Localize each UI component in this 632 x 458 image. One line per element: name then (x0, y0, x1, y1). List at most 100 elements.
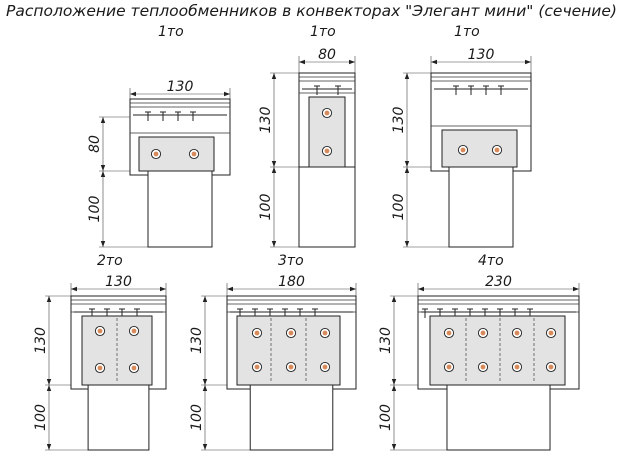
lower-height-dimension-label: 100 (189, 404, 205, 431)
upper-height-dimension-label: 130 (258, 107, 274, 134)
pipe-port-core (494, 147, 500, 153)
section-1to-130x80: 1то 130 80 100 (87, 24, 231, 248)
pipe-port-core (322, 330, 328, 336)
width-dimension-label: 130 (468, 47, 495, 63)
dimension-arrowhead (100, 117, 106, 123)
dimension-arrowhead (46, 444, 52, 450)
fastener-clip (175, 111, 181, 121)
dimension-arrowhead (404, 73, 410, 79)
lower-trough (448, 166, 514, 248)
heat-exchanger-block (429, 315, 566, 386)
dimension-arrowhead (271, 241, 277, 247)
pipe-port-core (131, 328, 137, 334)
section-type-label: 1то (158, 24, 184, 40)
width-dimension-label: 80 (318, 47, 336, 63)
dimension-arrowhead (100, 165, 106, 171)
upper-height-dimension-label: 130 (391, 107, 407, 134)
fastener-clip (335, 85, 341, 95)
diagram-title: Расположение теплообменников в конвектор… (6, 2, 617, 20)
fastener-clip (483, 85, 489, 95)
section-3to-180x130: 3то 180 130 100 (189, 253, 357, 451)
fastener-clip (145, 111, 151, 121)
pipe-port-core (514, 364, 520, 370)
width-dimension-label: 130 (167, 79, 194, 95)
pipe-port-core (131, 365, 137, 371)
dimension-arrowhead (202, 379, 208, 385)
heat-exchanger-block (138, 136, 215, 172)
lower-height-dimension-label: 100 (33, 404, 49, 431)
pipe-port-core (324, 110, 330, 116)
heat-exchanger-block (236, 315, 341, 386)
pipe-port-core (446, 364, 452, 370)
fastener-clip (190, 111, 196, 121)
fastener-clip (453, 85, 459, 95)
upper-height-dimension-label: 130 (189, 327, 205, 354)
dimension-arrowhead (525, 59, 531, 65)
dimension-arrowhead (100, 171, 106, 177)
dimension-arrowhead (71, 286, 77, 292)
pipe-port-core (548, 364, 554, 370)
dimension-arrowhead (404, 167, 410, 173)
upper-height-dimension-label: 130 (378, 327, 394, 354)
section-4to-230x130: 4то 230 130 100 (378, 253, 580, 451)
pipe-port-core (254, 364, 260, 370)
dimension-arrowhead (100, 241, 106, 247)
section-type-label: 3то (278, 253, 304, 269)
fastener-clip (498, 85, 504, 95)
pipe-port-core (288, 364, 294, 370)
dimension-arrowhead (46, 379, 52, 385)
pipe-port-core (480, 364, 486, 370)
dimension-arrowhead (391, 444, 397, 450)
pipe-port-core (97, 365, 103, 371)
dimension-arrowhead (271, 73, 277, 79)
pipe-port-core (288, 330, 294, 336)
upper-height-dimension-label: 80 (87, 135, 103, 153)
pipe-port-core (460, 147, 466, 153)
pipe-port-core (97, 328, 103, 334)
section-type-label: 1то (454, 24, 480, 40)
heat-exchanger-block (441, 129, 518, 168)
section-type-label: 1то (310, 24, 336, 40)
dimension-arrowhead (299, 59, 305, 65)
pipe-port-core (191, 151, 197, 157)
lower-trough (446, 384, 551, 451)
upper-height-dimension-label: 130 (33, 327, 49, 354)
pipe-port-core (153, 151, 159, 157)
dimension-arrowhead (202, 444, 208, 450)
dimension-arrowhead (391, 385, 397, 391)
width-dimension-label: 230 (485, 274, 512, 290)
dimension-arrowhead (573, 286, 579, 292)
section-1to-130x130: 1то 130 130 100 (391, 24, 532, 248)
lower-trough (87, 384, 150, 451)
dimension-arrowhead (391, 296, 397, 302)
pipe-port-core (446, 330, 452, 336)
dimension-arrowhead (160, 286, 166, 292)
dimension-arrowhead (391, 379, 397, 385)
section-1to-80x130: 1то 80 130 100 (258, 24, 356, 248)
dimension-arrowhead (224, 91, 230, 97)
dimension-arrowhead (46, 385, 52, 391)
section-type-label: 4то (478, 253, 504, 269)
fastener-clip (160, 111, 166, 121)
dimension-arrowhead (227, 286, 233, 292)
width-dimension-label: 180 (278, 274, 305, 290)
dimension-arrowhead (431, 59, 437, 65)
width-dimension-label: 130 (105, 274, 132, 290)
pipe-port-core (480, 330, 486, 336)
fastener-clip (468, 85, 474, 95)
dimension-arrowhead (418, 286, 424, 292)
dimension-arrowhead (404, 241, 410, 247)
dimension-arrowhead (271, 161, 277, 167)
lower-trough (147, 170, 213, 248)
lower-height-dimension-label: 100 (391, 194, 407, 221)
dimension-arrowhead (202, 385, 208, 391)
dimension-arrowhead (130, 91, 136, 97)
pipe-port-core (548, 330, 554, 336)
pipe-port-core (324, 148, 330, 154)
section-type-label: 2то (97, 253, 123, 269)
heat-exchanger-block (308, 96, 346, 168)
dimension-arrowhead (350, 286, 356, 292)
dimension-arrowhead (46, 296, 52, 302)
pipe-port-core (322, 364, 328, 370)
